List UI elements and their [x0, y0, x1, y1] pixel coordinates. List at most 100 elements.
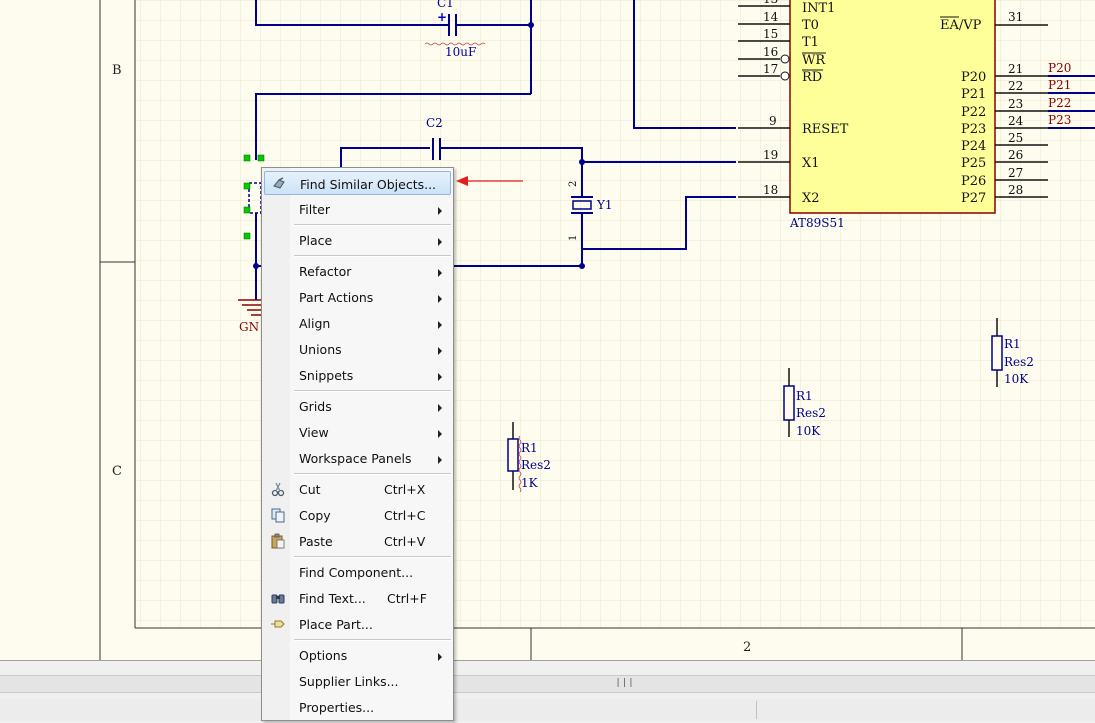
mcu-at89s51[interactable]: 13 14 15 16 17 9 19 18 INT1 T0 T1 WR RD … [738, 0, 1095, 230]
y1-pin-bottom: 1 [568, 235, 579, 241]
menu-label: Supplier Links... [299, 674, 399, 689]
menu-shortcut: Ctrl+C [384, 508, 426, 523]
pointer-arrow [456, 176, 523, 186]
pin-name-int1: INT1 [802, 1, 835, 16]
menu-shortcut: Ctrl+X [384, 482, 426, 497]
menu-separator [294, 390, 451, 392]
copy-icon [271, 508, 285, 523]
pin-num-22: 22 [1008, 79, 1023, 93]
pin-name-rd: RD [802, 70, 822, 85]
pin-num-23: 23 [1008, 97, 1023, 111]
zone-label-c: C [112, 464, 122, 479]
c2-designator: C2 [426, 116, 443, 130]
horizontal-scrollbar[interactable]: ||| [0, 675, 1095, 693]
r10kb-designator: R1 [1004, 337, 1021, 351]
resistor-10k-a[interactable]: R1 Res2 10K [783, 368, 826, 438]
menu-item-find-text[interactable]: Find Text... Ctrl+F [264, 586, 451, 610]
c1-value: 10uF [445, 45, 476, 59]
menu-item-filter[interactable]: Filter [264, 197, 451, 221]
r1k-designator: R1 [521, 441, 538, 455]
column-label-2: 2 [743, 640, 751, 655]
pin-num-15: 15 [763, 27, 778, 41]
menu-item-snippets[interactable]: Snippets [264, 363, 451, 387]
c1-designator: C1 [437, 0, 454, 10]
pin-name-t0: T0 [802, 18, 819, 33]
submenu-arrow-icon [438, 347, 442, 355]
menu-label: Options [299, 648, 348, 663]
menu-item-part-actions[interactable]: Part Actions [264, 285, 451, 309]
menu-item-find-similar-objects[interactable]: Find Similar Objects... [264, 171, 451, 195]
c1-polarity: + [437, 10, 447, 24]
menu-item-supplier-links[interactable]: Supplier Links... [264, 669, 451, 693]
menu-item-view[interactable]: View [264, 420, 451, 444]
menu-item-properties[interactable]: Properties... [264, 695, 451, 719]
resistor-1k[interactable]: R1 Res2 1K [507, 422, 551, 493]
find-similar-icon [273, 177, 285, 189]
resistor-10k-b[interactable]: R1 Res2 10K [991, 318, 1034, 387]
menu-icon-gutter [262, 168, 290, 720]
r10ka-value: 10K [796, 424, 821, 438]
paste-icon [271, 533, 285, 549]
menu-item-refactor[interactable]: Refactor [264, 259, 451, 283]
menu-label: Workspace Panels [299, 451, 412, 466]
pin-name-x2: X2 [802, 191, 820, 206]
scroll-grip[interactable]: ||| [615, 678, 635, 688]
submenu-arrow-icon [438, 269, 442, 277]
menu-item-cut[interactable]: Cut Ctrl+X [264, 477, 451, 501]
menu-label: Refactor [299, 264, 352, 279]
ground-symbol [238, 299, 262, 316]
menu-label: Copy [299, 508, 331, 523]
context-menu: Find Similar Objects... Filter Place Ref… [261, 167, 454, 721]
pin-num-24: 24 [1008, 114, 1024, 128]
menu-item-place-part[interactable]: Place Part... [264, 612, 451, 636]
submenu-arrow-icon [438, 430, 442, 438]
capacitor-c2[interactable]: C2 [426, 116, 443, 160]
status-divider [756, 701, 757, 719]
menu-item-find-component[interactable]: Find Component... [264, 560, 451, 584]
menu-label: Find Text... [299, 591, 366, 606]
pin-name-wr: WR [802, 53, 826, 68]
pin-num-18: 18 [763, 183, 778, 197]
menu-item-place[interactable]: Place [264, 228, 451, 252]
mcu-part-name: AT89S51 [789, 216, 845, 230]
menu-label: Grids [299, 399, 332, 414]
pin-name-p26: P26 [961, 174, 986, 189]
menu-item-paste[interactable]: Paste Ctrl+V [264, 529, 451, 553]
menu-item-align[interactable]: Align [264, 311, 451, 335]
pin-num-26: 26 [1008, 148, 1023, 162]
menu-label: Unions [299, 342, 342, 357]
menu-label: Place Part... [299, 617, 373, 632]
menu-separator [294, 255, 451, 257]
pin-num-28: 28 [1008, 183, 1023, 197]
pin-num-16: 16 [763, 45, 778, 59]
menu-label: Properties... [299, 700, 375, 715]
pin-num-9: 9 [769, 114, 777, 128]
menu-shortcut: Ctrl+V [384, 534, 426, 549]
pin-num-25: 25 [1008, 131, 1023, 145]
crystal-y1[interactable]: Y1 2 1 [568, 181, 613, 241]
r1k-value: 1K [521, 476, 539, 490]
menu-item-workspace-panels[interactable]: Workspace Panels [264, 446, 451, 470]
submenu-arrow-icon [438, 653, 442, 661]
pin-name-p20: P20 [961, 70, 986, 85]
y1-pin-top: 2 [568, 181, 579, 187]
place-part-icon [271, 620, 285, 628]
submenu-arrow-icon [438, 404, 442, 412]
menu-item-copy[interactable]: Copy Ctrl+C [264, 503, 451, 527]
wire-junctions [253, 22, 585, 269]
capacitor-c1[interactable]: + C1 10uF [424, 0, 486, 59]
r1k-comment: Res2 [521, 458, 551, 472]
pin-name-x1: X1 [802, 156, 820, 171]
menu-label: Snippets [299, 368, 354, 383]
menu-item-unions[interactable]: Unions [264, 337, 451, 361]
menu-item-options[interactable]: Options [264, 643, 451, 667]
menu-label: Cut [299, 482, 321, 497]
net-label-p23: P23 [1048, 113, 1071, 127]
menu-label: View [299, 425, 329, 440]
menu-item-grids[interactable]: Grids [264, 394, 451, 418]
schematic-canvas[interactable]: B C 2 + C1 10uF C2 [0, 0, 1095, 660]
binoculars-icon [271, 594, 285, 604]
menu-separator [294, 639, 451, 641]
pin-num-14: 14 [763, 10, 779, 24]
pin-num-21: 21 [1008, 62, 1023, 76]
